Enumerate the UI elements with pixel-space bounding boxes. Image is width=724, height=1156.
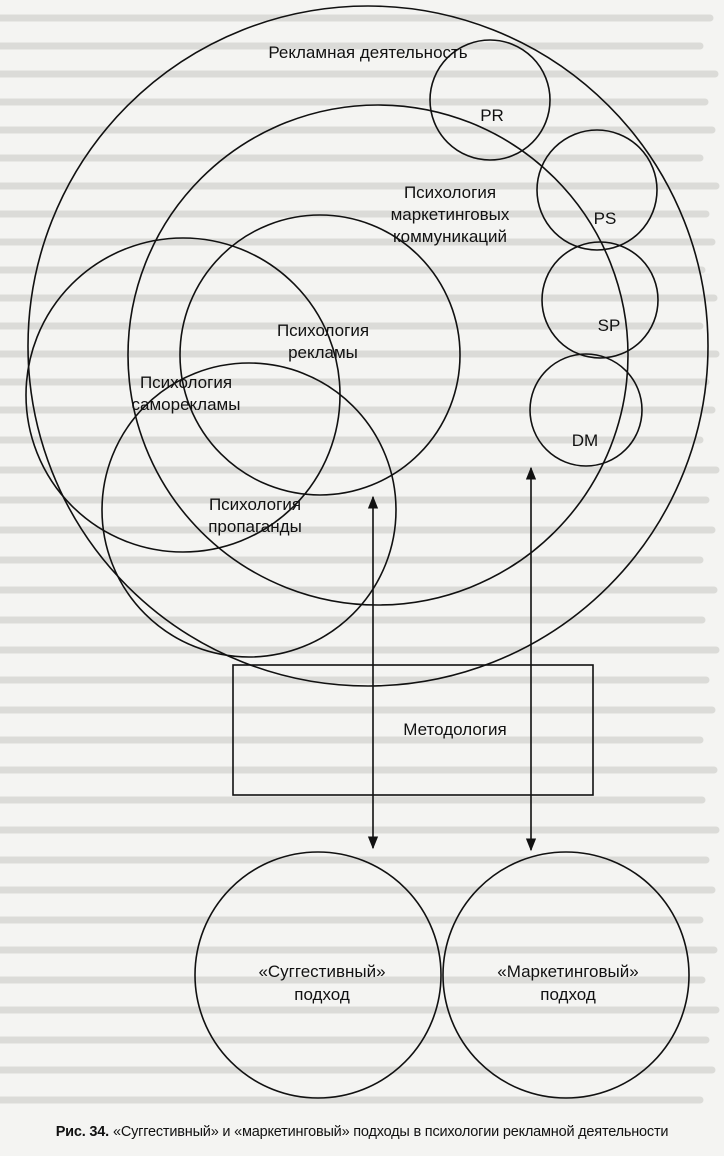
label-mk-line3: коммуникаций [393, 227, 507, 246]
circle-ps [536, 129, 658, 251]
label-sugg-line2: подход [294, 985, 350, 1004]
label-dm: DM [572, 431, 598, 450]
figure-caption: Рис. 34.«Суггестивный» и «маркетинговый»… [0, 1124, 724, 1140]
circle-marketing-communications [127, 104, 629, 606]
label-sp: SP [598, 316, 621, 335]
circle-pr [429, 39, 551, 161]
label-adv-line2: рекламы [288, 343, 358, 362]
circle-dm [529, 353, 643, 467]
circle-sp [541, 241, 659, 359]
label-mark-line2: подход [540, 985, 596, 1004]
label-mk-line2: маркетинговых [391, 205, 510, 224]
circle-marketing-approach [442, 851, 690, 1099]
label-self-line1: Психология [140, 373, 232, 392]
label-sugg-line1: «Суггестивный» [258, 962, 385, 981]
circle-suggestive-approach [194, 851, 442, 1099]
label-pr: PR [480, 106, 504, 125]
caption-label: Рис. 34. [55, 1124, 109, 1140]
label-ps: PS [594, 209, 617, 228]
label-mk-line1: Психология [404, 183, 496, 202]
label-prop-line2: пропаганды [208, 517, 302, 536]
label-advertising-activity: Рекламная деятельность [268, 43, 467, 62]
circle-advertising-psychology [179, 214, 461, 496]
label-adv-line1: Психология [277, 321, 369, 340]
caption-text: «Суггестивный» и «маркетинговый» подходы… [112, 1124, 669, 1140]
circle-propaganda [101, 362, 397, 658]
outer-circle-advertising [27, 5, 709, 687]
label-self-line2: саморекламы [132, 395, 241, 414]
label-methodology: Методология [403, 720, 506, 739]
methodology-box [232, 664, 594, 796]
label-prop-line1: Психология [209, 495, 301, 514]
label-mark-line1: «Маркетинговый» [497, 962, 638, 981]
